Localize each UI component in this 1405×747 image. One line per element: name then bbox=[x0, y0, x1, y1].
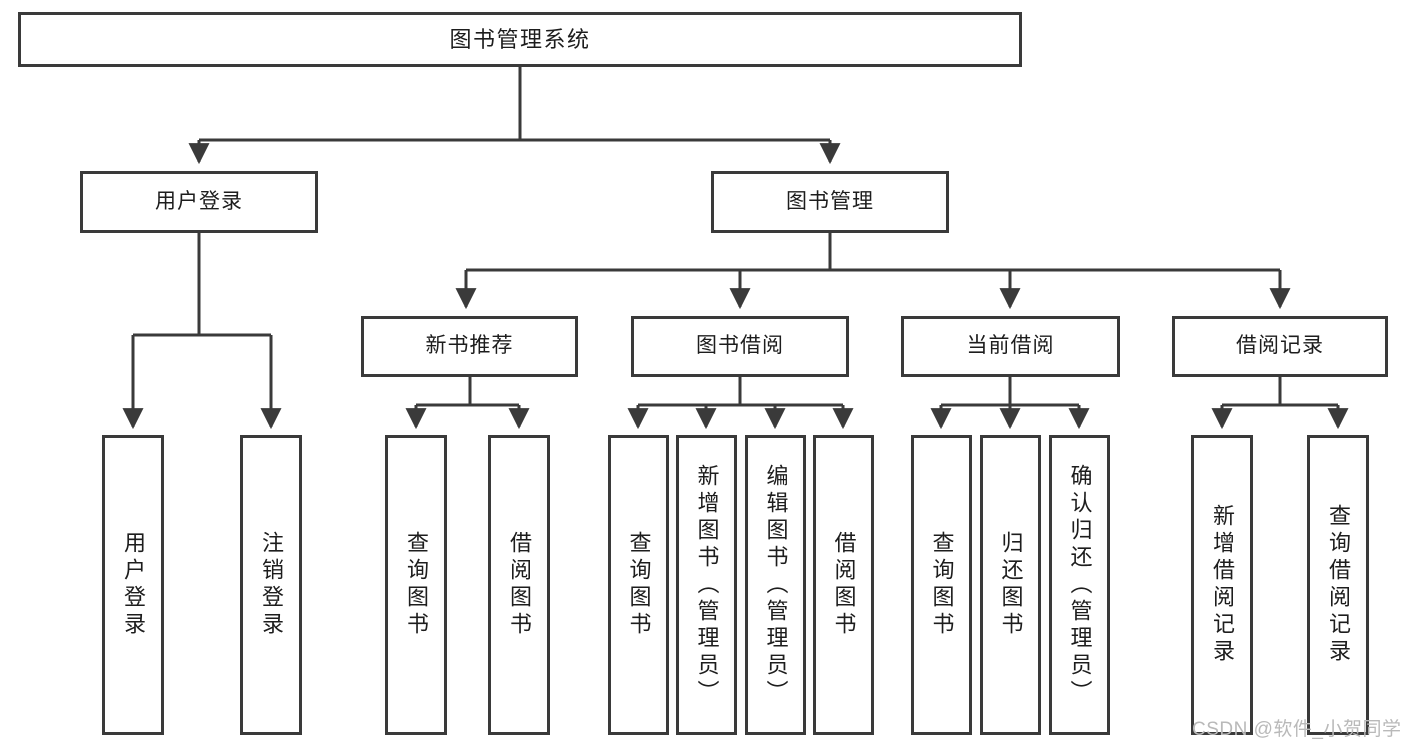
node-label: 编辑图书（管理员） bbox=[763, 463, 789, 707]
leaf-current-return-book[interactable]: 归还图书 bbox=[980, 435, 1041, 735]
node-label: 图书管理系统 bbox=[449, 26, 591, 52]
leaf-record-add-record[interactable]: 新增借阅记录 bbox=[1191, 435, 1253, 735]
node-label: 借阅记录 bbox=[1236, 334, 1324, 358]
node-label: 归还图书 bbox=[998, 531, 1024, 639]
node-label: 新增借阅记录 bbox=[1210, 504, 1235, 666]
node-current-borrow[interactable]: 当前借阅 bbox=[901, 316, 1120, 377]
node-borrow-record[interactable]: 借阅记录 bbox=[1172, 316, 1388, 377]
leaf-user-logout[interactable]: 注销登录 bbox=[240, 435, 302, 735]
leaf-current-confirm-return-admin[interactable]: 确认归还（管理员） bbox=[1049, 435, 1110, 735]
node-label: 新增图书（管理员） bbox=[694, 463, 720, 707]
leaf-user-login[interactable]: 用户登录 bbox=[102, 435, 164, 735]
leaf-borrow-query-book[interactable]: 查询图书 bbox=[608, 435, 669, 735]
node-label: 查询图书 bbox=[929, 531, 955, 639]
leaf-borrow-add-book-admin[interactable]: 新增图书（管理员） bbox=[676, 435, 737, 735]
csdn-watermark: CSDN @软件_小贺同学 bbox=[1192, 719, 1402, 740]
node-new-book-recommend[interactable]: 新书推荐 bbox=[361, 316, 578, 377]
node-root-system[interactable]: 图书管理系统 bbox=[18, 12, 1022, 67]
node-label: 用户登录 bbox=[121, 531, 146, 639]
node-label: 查询图书 bbox=[626, 531, 652, 639]
node-label: 用户登录 bbox=[155, 189, 243, 213]
leaf-record-query-record[interactable]: 查询借阅记录 bbox=[1307, 435, 1369, 735]
node-label: 图书借阅 bbox=[696, 334, 784, 358]
node-user-login[interactable]: 用户登录 bbox=[80, 171, 318, 233]
node-label: 确认归还（管理员） bbox=[1067, 463, 1093, 707]
node-label: 查询借阅记录 bbox=[1326, 504, 1351, 666]
node-label: 图书管理 bbox=[786, 189, 874, 213]
node-book-borrow[interactable]: 图书借阅 bbox=[631, 316, 849, 377]
leaf-borrow-edit-book-admin[interactable]: 编辑图书（管理员） bbox=[745, 435, 806, 735]
leaf-borrow-borrow-book[interactable]: 借阅图书 bbox=[813, 435, 874, 735]
leaf-newbook-borrow-book[interactable]: 借阅图书 bbox=[488, 435, 550, 735]
leaf-current-query-book[interactable]: 查询图书 bbox=[911, 435, 972, 735]
leaf-newbook-query-book[interactable]: 查询图书 bbox=[385, 435, 447, 735]
node-book-management[interactable]: 图书管理 bbox=[711, 171, 949, 233]
node-label: 借阅图书 bbox=[507, 531, 532, 639]
node-label: 注销登录 bbox=[259, 531, 284, 639]
node-label: 当前借阅 bbox=[966, 334, 1055, 358]
node-label: 借阅图书 bbox=[831, 531, 857, 639]
node-label: 新书推荐 bbox=[425, 334, 514, 358]
node-label: 查询图书 bbox=[404, 531, 429, 639]
